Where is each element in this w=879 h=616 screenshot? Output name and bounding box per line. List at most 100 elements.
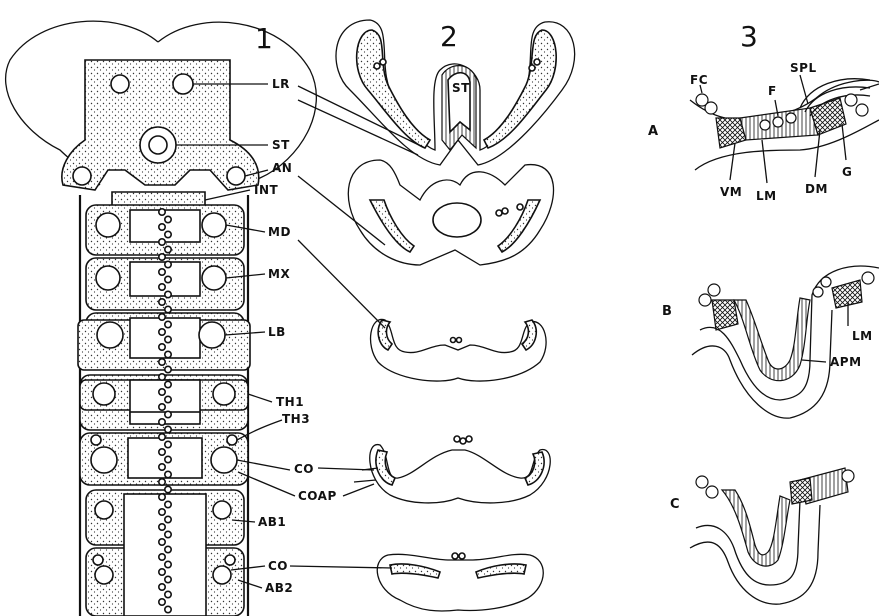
midline-cell <box>159 269 165 275</box>
midline-cell <box>159 584 165 590</box>
section-2-2 <box>348 160 553 265</box>
midline-cell <box>159 209 165 215</box>
midline-cell <box>165 216 171 222</box>
panel-1: 1 <box>6 21 337 616</box>
section-3b-apm-pointer <box>802 360 826 362</box>
midline-cell <box>165 516 171 522</box>
panel-3-number: 3 <box>740 20 758 53</box>
label-vm: VM <box>720 185 742 199</box>
label-int: INT <box>254 183 279 197</box>
midline-cell <box>159 599 165 605</box>
label-mx: MX <box>268 267 290 281</box>
midline-cell <box>165 306 171 312</box>
midline-cell <box>159 224 165 230</box>
label-apm: APM <box>830 355 862 369</box>
label-an: AN <box>272 161 292 175</box>
midline-cell <box>159 299 165 305</box>
midline-cell <box>159 494 165 500</box>
midline-cell <box>159 434 165 440</box>
label-lr: LR <box>272 77 290 91</box>
midline-cell <box>159 524 165 530</box>
label-th3: TH3 <box>282 412 310 426</box>
midline-cell <box>165 501 171 507</box>
label-g: G <box>842 165 852 179</box>
antenna-bud <box>227 167 245 185</box>
midline-cell <box>165 426 171 432</box>
label-f: F <box>768 84 777 98</box>
label-b: B <box>662 304 672 319</box>
midline-cell <box>159 554 165 560</box>
label-st-section: ST <box>452 81 470 95</box>
section-3c-wall <box>722 490 790 566</box>
midline-cell <box>165 561 171 567</box>
section-3c: C <box>670 468 854 604</box>
midline-cell <box>165 351 171 357</box>
section-3c-dm <box>790 478 812 504</box>
label-th1: TH1 <box>276 395 304 409</box>
section-2-3 <box>371 319 547 381</box>
label-c: C <box>670 497 680 512</box>
midline-cell <box>165 471 171 477</box>
midline-cell <box>165 531 171 537</box>
section-2-5-left-mesoderm <box>390 564 440 578</box>
stomodeum-inner <box>149 136 167 154</box>
section-2-4-coap-pointer <box>354 480 376 482</box>
antenna-bud-left <box>73 167 91 185</box>
section-2-5 <box>377 553 543 611</box>
panel-2: 2 ST <box>290 20 575 611</box>
label-a: A <box>648 124 658 139</box>
midline-cell <box>165 396 171 402</box>
midline-cell <box>159 359 165 365</box>
midline-cell <box>165 486 171 492</box>
label-coap: COAP <box>298 489 337 503</box>
midline-cell <box>165 291 171 297</box>
midline-cell <box>165 381 171 387</box>
midline-cell <box>165 591 171 597</box>
midline-cell <box>159 569 165 575</box>
midline-cell <box>165 231 171 237</box>
panel-2-number: 2 <box>440 20 458 53</box>
label-spl: SPL <box>790 61 817 75</box>
midline-cell <box>159 404 165 410</box>
label-ab2: AB2 <box>265 581 293 595</box>
panel-3: 3 A FC F <box>648 20 879 604</box>
midline-cell <box>159 329 165 335</box>
section-3b: B LM APM <box>662 266 879 418</box>
midline-cell <box>165 411 171 417</box>
labrum-bud-left <box>111 75 129 93</box>
midline-cell <box>165 336 171 342</box>
midline-cell <box>165 276 171 282</box>
midline-cell <box>165 546 171 552</box>
section-3a: A FC F SPL VM <box>648 61 879 203</box>
label-dm: DM <box>805 182 828 196</box>
midline-cell <box>159 449 165 455</box>
midline-cell <box>159 479 165 485</box>
section-2-4-left-mesoderm <box>376 450 395 485</box>
section-2-5-right-mesoderm <box>476 564 526 578</box>
labrum-bud <box>173 74 193 94</box>
midline-cell <box>159 239 165 245</box>
section-2-1-right-mesoderm <box>484 30 556 148</box>
section-2-4-outline <box>370 445 550 503</box>
label-st: ST <box>272 138 290 152</box>
midline-cell <box>165 261 171 267</box>
section-2-3-outline <box>371 319 547 381</box>
section-2-2-left-mesoderm <box>370 200 414 252</box>
midline-cell <box>165 441 171 447</box>
section-2-4 <box>354 436 550 503</box>
midline-cell <box>159 254 165 260</box>
midline-cell <box>159 374 165 380</box>
midline-cell <box>159 284 165 290</box>
midline-cell <box>159 419 165 425</box>
section-2-1-left-mesoderm <box>357 30 430 148</box>
midline-cell <box>159 539 165 545</box>
midline-cell <box>159 389 165 395</box>
midline-cell <box>165 606 171 612</box>
label-lb: LB <box>268 325 286 339</box>
panel-1-number: 1 <box>255 22 273 55</box>
label-co: CO <box>294 462 314 476</box>
midline-cell <box>165 246 171 252</box>
midline-cell <box>165 366 171 372</box>
midline-cell <box>165 321 171 327</box>
